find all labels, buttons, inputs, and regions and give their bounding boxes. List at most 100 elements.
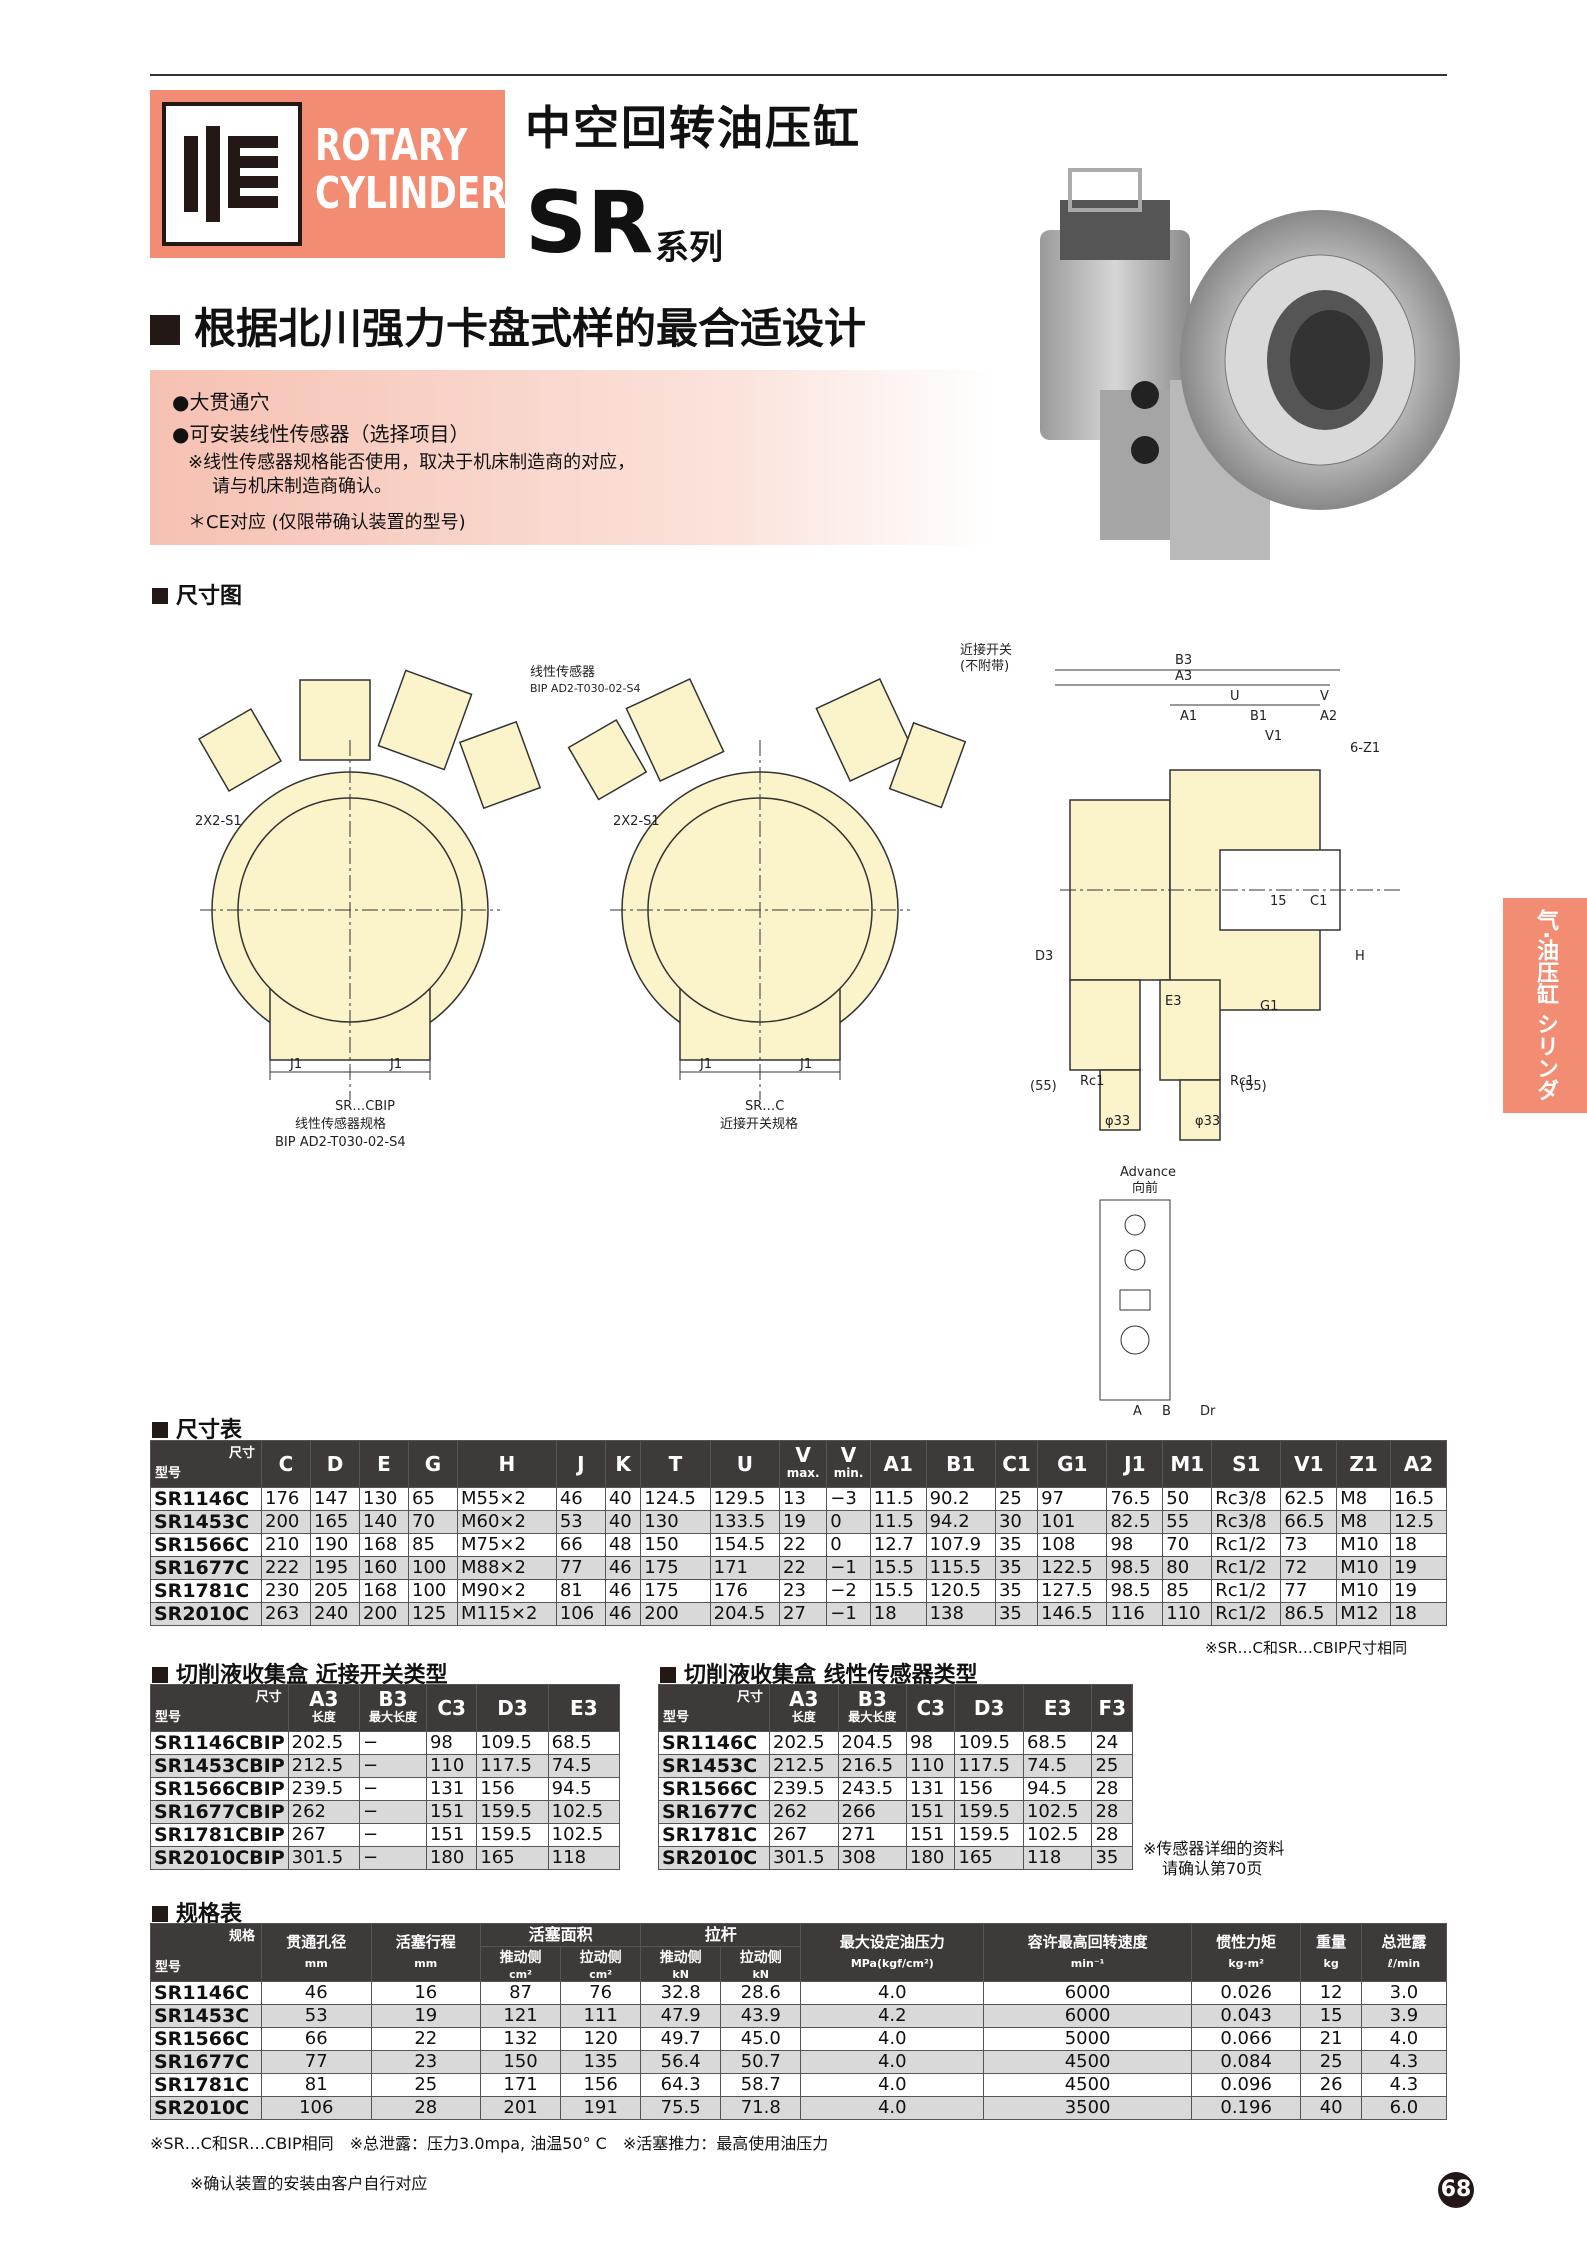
column-header-line: B3 xyxy=(857,1687,887,1711)
column-unit: min⁻¹ xyxy=(1070,1956,1105,1970)
table-cell: 171 xyxy=(480,2073,562,2097)
table-cell: 87 xyxy=(480,1981,562,2005)
table-cell: 301.5 xyxy=(287,1846,360,1870)
table-cell: 171 xyxy=(709,1556,781,1580)
table-cell: 266 xyxy=(837,1800,908,1824)
column-header-line: V xyxy=(840,1443,857,1467)
model-cell: SR1453CBIP xyxy=(150,1754,289,1778)
table-cell: M115×2 xyxy=(457,1602,557,1626)
table-cell: M75×2 xyxy=(457,1533,557,1557)
model-cell: SR2010C xyxy=(150,1602,262,1626)
column-header-line: min. xyxy=(833,1466,864,1480)
bullet-square-icon xyxy=(152,588,168,604)
table-cell: 165 xyxy=(310,1510,360,1534)
table-cell: 131 xyxy=(906,1777,956,1801)
table-cell: 46 xyxy=(555,1487,606,1511)
column-unit: ℓ/min xyxy=(1387,1956,1421,1970)
drawing-label: A1 xyxy=(1180,709,1197,724)
dimension-drawing: SR…CBIP 线性传感器规格 BIP AD2-T030-02-S4 线性传感器… xyxy=(195,642,1400,1419)
table-cell: 40 xyxy=(604,1487,642,1511)
table-cell: 102.5 xyxy=(547,1823,621,1847)
table-cell: 100 xyxy=(408,1556,458,1580)
column-header-line: 贯通孔径 xyxy=(286,1932,347,1951)
table-cell: 23 xyxy=(779,1579,828,1603)
table-cell: 159.5 xyxy=(954,1800,1024,1824)
column-header-line: K xyxy=(615,1452,631,1476)
table-cell: 53 xyxy=(261,2004,372,2028)
table-cell: 76.5 xyxy=(1106,1487,1164,1511)
column-header-line: 推动侧 xyxy=(659,1950,702,1966)
table-cell: 55 xyxy=(1162,1510,1213,1534)
table-cell: 0 xyxy=(826,1533,871,1557)
column-unit: kg·m² xyxy=(1228,1956,1264,1970)
drawing-label: C1 xyxy=(1310,894,1327,909)
table-cell: 49.7 xyxy=(640,2027,722,2051)
table-cell: 94.2 xyxy=(925,1510,996,1534)
column-header-line: 总泄露 xyxy=(1381,1932,1427,1951)
side-tab: 气·油压缸 シリンダ xyxy=(1503,898,1587,1113)
table-cell: 262 xyxy=(769,1800,839,1824)
model-cell: SR1781C xyxy=(150,1579,262,1603)
table-cell: 0.096 xyxy=(1190,2073,1302,2097)
table-cell: 76 xyxy=(560,1981,642,2005)
table-cell: 22 xyxy=(779,1556,828,1580)
column-header: A2 xyxy=(1390,1440,1447,1488)
feature-note: ※线性传感器规格能否使用，取决于机床制造商的对应， xyxy=(188,452,636,473)
table-cell: 267 xyxy=(287,1823,360,1847)
table-cell: 98 xyxy=(1106,1533,1164,1557)
table-cell: 15.5 xyxy=(869,1579,927,1603)
table-cell: 4.3 xyxy=(1360,2073,1448,2097)
drawing-label: V1 xyxy=(1265,729,1282,744)
table-cell: 129.5 xyxy=(709,1487,781,1511)
table-cell: 4.0 xyxy=(1360,2027,1448,2051)
column-header-line: B3 xyxy=(378,1687,408,1711)
drawing-label: A2 xyxy=(1320,709,1337,724)
cylinder-icon xyxy=(162,102,302,246)
column-header-line: 长度 xyxy=(311,1710,336,1724)
linear-note: ※传感器详细的资料 xyxy=(1143,1839,1285,1858)
column-header-line: C xyxy=(278,1452,294,1476)
drawing-label: (55) xyxy=(1240,1079,1267,1094)
table-cell: 200 xyxy=(261,1510,311,1534)
table-cell: 130 xyxy=(640,1510,711,1534)
table-cell: 26 xyxy=(1300,2073,1362,2097)
column-unit: cm² xyxy=(589,1968,613,1981)
table-cell: 222 xyxy=(261,1556,311,1580)
corner-label-top: 尺寸 xyxy=(736,1690,763,1705)
column-header-line: J xyxy=(577,1452,585,1476)
table-cell: 159.5 xyxy=(476,1800,549,1824)
table-cell: 102.5 xyxy=(1022,1800,1093,1824)
model-cell: SR2010C xyxy=(658,1846,770,1870)
column-header-line: C1 xyxy=(1002,1452,1031,1476)
bullet-square-icon xyxy=(150,315,180,345)
table-cell: 111 xyxy=(560,2004,642,2028)
table-cell: 64.3 xyxy=(640,2073,722,2097)
column-header-line: 最大设定油压力 xyxy=(839,1932,945,1951)
table-cell: 75.5 xyxy=(640,2096,722,2120)
table-cell: 151 xyxy=(425,1823,478,1847)
table-cell: 25 xyxy=(994,1487,1039,1511)
table-cell: 138 xyxy=(925,1602,996,1626)
table-cell: M10 xyxy=(1336,1579,1392,1603)
table-cell: 102.5 xyxy=(1022,1823,1093,1847)
table-cell: 154.5 xyxy=(709,1533,781,1557)
corner-label-top: 尺寸 xyxy=(255,1690,282,1705)
feature-note: 请与机床制造商确认。 xyxy=(212,476,392,497)
column-header-line: M1 xyxy=(1170,1452,1205,1476)
table-cell: 156 xyxy=(954,1777,1024,1801)
table-cell: 98 xyxy=(425,1731,478,1755)
bullet-square-icon xyxy=(152,1667,168,1683)
table-cell: −3 xyxy=(826,1487,871,1511)
column-unit: kN xyxy=(752,1968,770,1981)
column-header: 总泄露 ℓ/min xyxy=(1360,1923,1448,1982)
